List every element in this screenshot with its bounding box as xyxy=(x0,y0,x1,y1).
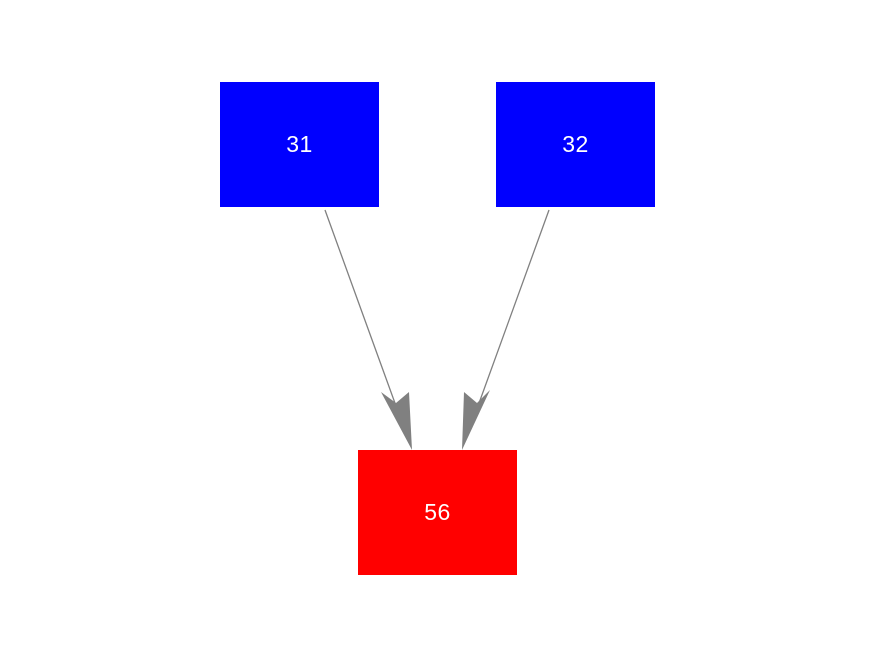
edge-32-56-arrowhead xyxy=(462,390,490,450)
graph-node-31-label: 31 xyxy=(286,131,313,157)
edge-32-56[interactable] xyxy=(462,209,550,450)
graph-node-32[interactable]: 32 xyxy=(496,82,655,207)
graph-node-31[interactable]: 31 xyxy=(220,82,379,207)
edge-31-56-shaft xyxy=(324,209,405,429)
edge-31-56-arrowhead xyxy=(381,392,412,450)
graph-node-56-label: 56 xyxy=(424,499,451,525)
edge-31-56[interactable] xyxy=(324,209,412,450)
edge-32-56-shaft xyxy=(469,209,550,429)
graph-node-32-label: 32 xyxy=(562,131,589,157)
graph-node-56[interactable]: 56 xyxy=(358,450,517,575)
